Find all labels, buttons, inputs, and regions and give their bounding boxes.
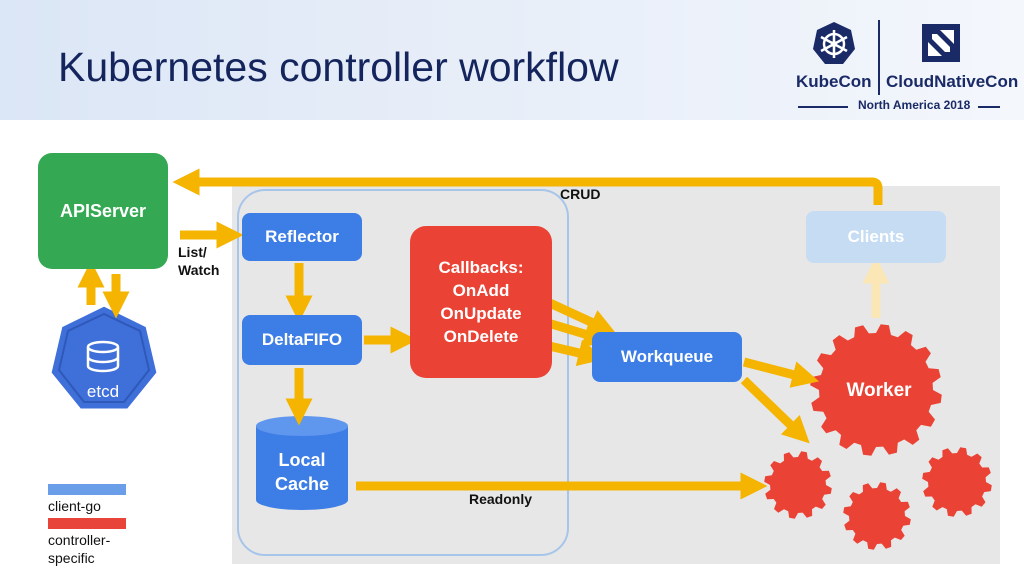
etcd-label: etcd: [86, 382, 120, 401]
callback-ondelete: OnDelete: [443, 327, 519, 346]
crud-label: CRUD: [560, 186, 601, 202]
callbacks-node: Callbacks: OnAdd OnUpdate OnDelete: [410, 226, 552, 378]
legend-label-client-go: client-go: [48, 498, 101, 514]
logo-divider: [878, 20, 880, 95]
local-cache-label: Local Cache: [256, 448, 348, 496]
logo-subtitle: North America 2018: [858, 98, 971, 112]
legend-swatch-controller-specific: [48, 518, 126, 529]
list-watch-label: List/ Watch: [178, 243, 219, 279]
kubecon-logo: KubeCon CloudNativeCon North America 201…: [790, 10, 1018, 112]
cncf-icon: [922, 24, 960, 62]
database-icon: [86, 340, 120, 373]
list-watch-line2: Watch: [178, 262, 220, 278]
header-banner: Kubernetes controller workflow KubeCon C…: [0, 0, 1024, 120]
callback-onadd: OnAdd: [452, 281, 510, 300]
callbacks-title: Callbacks:: [438, 258, 524, 277]
kubernetes-helm-icon: [813, 22, 855, 64]
callback-onupdate: OnUpdate: [440, 304, 522, 323]
clients-node: Clients: [806, 211, 946, 263]
cloudnativecon-text: CloudNativeCon: [886, 72, 1019, 91]
kubecon-text: KubeCon: [796, 72, 872, 91]
worker-label: Worker: [846, 380, 912, 401]
logo-rule-right: [978, 106, 1000, 108]
workqueue-node: Workqueue: [592, 332, 742, 382]
page-title: Kubernetes controller workflow: [58, 44, 619, 90]
deltafifo-node: DeltaFIFO: [242, 315, 362, 365]
apiserver-node: APIServer: [38, 153, 168, 269]
local-cache-line1: Local: [278, 450, 326, 470]
reflector-node: Reflector: [242, 213, 362, 261]
legend-swatch-client-go: [48, 484, 126, 495]
logo-rule-left: [798, 106, 848, 108]
local-cache-line2: Cache: [274, 474, 330, 494]
legend-label-controller-specific: controller-specific: [48, 532, 111, 566]
readonly-label: Readonly: [469, 491, 533, 507]
list-watch-line1: List/: [178, 244, 207, 260]
